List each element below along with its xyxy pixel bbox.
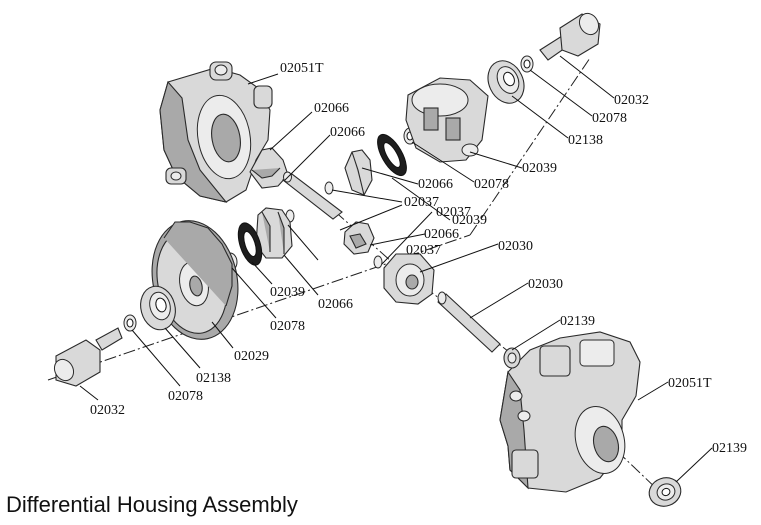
label-02066-e: 02066 xyxy=(318,297,353,312)
pinion-gear-left xyxy=(255,207,293,259)
bearing-02138-lower xyxy=(140,285,176,331)
label-02051T-upper: 02051T xyxy=(280,61,324,76)
label-02029: 02029 xyxy=(234,349,269,364)
bearing-02139-outer xyxy=(648,477,682,507)
label-02078-b: 02078 xyxy=(168,389,203,404)
diagram-title: Differential Housing Assembly xyxy=(6,492,298,517)
housing-half-lower xyxy=(499,331,641,493)
label-02051T-lower: 02051T xyxy=(668,376,712,391)
label-02030-b: 02030 xyxy=(528,277,563,292)
label-02066-b: 02066 xyxy=(330,125,365,140)
washer-02039-upper xyxy=(377,133,407,177)
label-02039-a: 02039 xyxy=(452,213,487,228)
label-02039-b: 02039 xyxy=(270,285,305,300)
washer-02078-lower-left xyxy=(123,314,137,332)
label-02037-c: 02037 xyxy=(406,243,441,258)
label-02139-b: 02139 xyxy=(712,441,747,456)
label-02078-d: 02078 xyxy=(474,177,509,192)
label-02066-d: 02066 xyxy=(424,227,459,242)
bearing-02139-inner xyxy=(503,347,521,369)
label-02066-c: 02066 xyxy=(418,177,453,192)
side-gear-lower xyxy=(383,253,435,305)
part-labels: 02051T 02066 02066 02066 02039 02037 020… xyxy=(90,61,747,456)
label-02066-a: 02066 xyxy=(314,101,349,116)
label-02078-a: 02078 xyxy=(270,319,305,334)
label-02037-a: 02037 xyxy=(404,195,439,210)
label-02138-lower: 02138 xyxy=(196,371,231,386)
label-02039-c: 02039 xyxy=(522,161,557,176)
housing-half-upper xyxy=(159,61,273,203)
label-02032-upper: 02032 xyxy=(614,93,649,108)
label-02037-b: 02037 xyxy=(436,205,471,220)
bevel-gear-upper xyxy=(249,147,289,189)
label-02078-c: 02078 xyxy=(592,111,627,126)
output-cup-upper xyxy=(539,12,601,61)
label-02030-a: 02030 xyxy=(498,239,533,254)
cross-pin-lower xyxy=(437,291,501,353)
bearing-02138-upper xyxy=(487,60,525,104)
output-cup-lower xyxy=(53,327,123,387)
leader-lines xyxy=(79,55,713,483)
washer-02039-lower xyxy=(237,222,263,266)
label-02138-upper: 02138 xyxy=(568,133,603,148)
label-02032-lower: 02032 xyxy=(90,403,125,418)
label-02139-a: 02139 xyxy=(560,314,595,329)
washer-02078-upper-right xyxy=(520,55,534,73)
bevel-gear-upper-right xyxy=(344,149,373,196)
differential-case xyxy=(405,77,489,163)
